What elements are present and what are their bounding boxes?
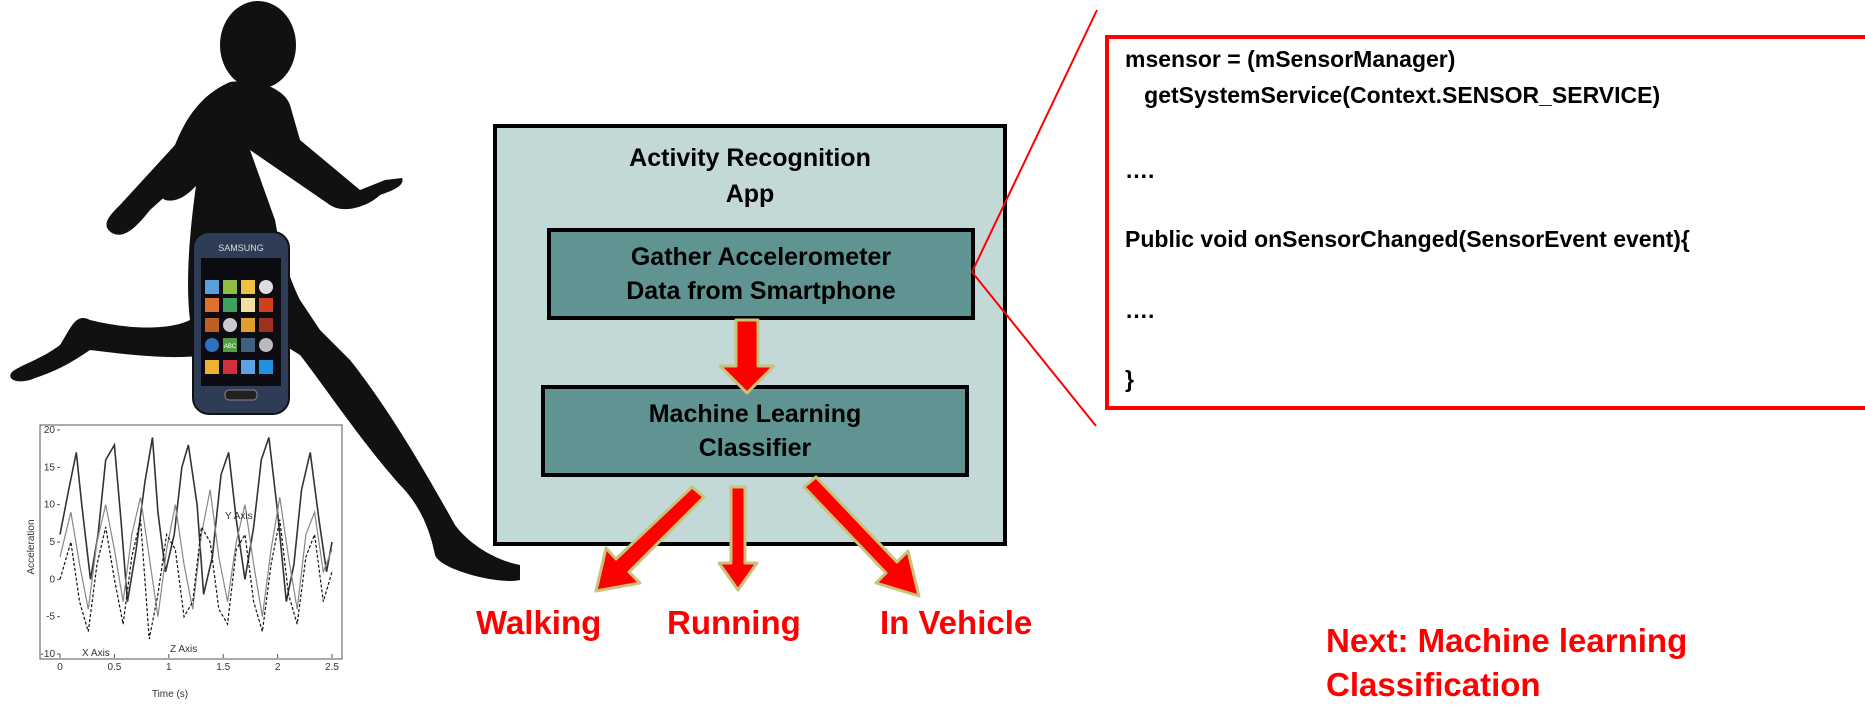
- machine-learning-classifier-box: Machine Learning Classifier: [541, 385, 969, 477]
- phone-brand: SAMSUNG: [218, 243, 264, 253]
- app-title-line2: App: [725, 180, 775, 208]
- output-label-walking: Walking: [476, 604, 602, 641]
- runner-illustration: SAMSUNG ABC 0 0.5 1 1.5 2 2.5 20 15 10 5 0 -5 -10 Ti…: [10, 1, 520, 700]
- y-tick-label: -5: [46, 612, 55, 623]
- code-line-4: Public void onSensorChanged(SensorEvent …: [1125, 226, 1690, 252]
- next-line2: Classification: [1326, 666, 1541, 703]
- code-line-5: ….: [1125, 297, 1155, 323]
- series-line-x-axis: [59, 489, 333, 617]
- code-line-3: ….: [1125, 157, 1155, 183]
- acceleration-plot: 0 0.5 1 1.5 2 2.5 20 15 10 5 0 -5 -10 Time (s) Accel…: [26, 424, 343, 700]
- x-tick-label: 0.5: [107, 662, 121, 673]
- y-tick-label: 20: [44, 425, 56, 436]
- y-tick-label: 10: [44, 500, 56, 511]
- gather-line2: Data from Smartphone: [626, 277, 896, 305]
- output-label-in-vehicle: In Vehicle: [880, 604, 1033, 641]
- y-tick-label: 5: [49, 537, 55, 548]
- gather-accelerometer-box: Gather Accelerometer Data from Smartphon…: [547, 228, 975, 320]
- x-tick-label: 2: [275, 662, 281, 673]
- app-title: Activity Recognition App: [560, 140, 940, 212]
- ml-line2: Classifier: [698, 434, 812, 462]
- output-label-running: Running: [667, 604, 801, 641]
- series-label-z-axis: Z Axis: [170, 644, 197, 655]
- phone-abc-icon-label: ABC: [224, 344, 237, 350]
- x-axis-title: Time (s): [152, 689, 188, 700]
- series-label-x-axis: X Axis: [82, 648, 110, 659]
- ml-line1: Machine Learning: [648, 400, 862, 428]
- phone-app-icons: ABC: [205, 280, 273, 374]
- code-line-6: }: [1125, 366, 1134, 392]
- next-step-label: Next: Machine learning Classification: [1326, 619, 1826, 707]
- x-tick-label: 2.5: [325, 662, 339, 673]
- smartphone-image: SAMSUNG ABC: [192, 231, 290, 415]
- x-tick-label: 1.5: [216, 662, 230, 673]
- code-line-1: msensor = (mSensorManager): [1125, 46, 1456, 72]
- x-tick-label: 1: [166, 662, 172, 673]
- y-tick-label: 0: [49, 574, 55, 585]
- phone-home-button: [224, 389, 258, 401]
- y-axis-title: Acceleration: [26, 519, 37, 574]
- series-line-y-axis: [59, 437, 333, 602]
- next-line1: Next: Machine learning: [1326, 622, 1688, 659]
- code-callout-box: [1105, 35, 1865, 410]
- x-tick-label: 0: [57, 662, 63, 673]
- y-tick-label: 15: [44, 462, 56, 473]
- code-line-2: getSystemService(Context.SENSOR_SERVICE): [1125, 82, 1661, 108]
- runner-silhouette: [10, 1, 520, 581]
- series-label-y-axis: Y Axis: [225, 511, 253, 522]
- app-title-line1: Activity Recognition: [629, 144, 871, 172]
- gather-line1: Gather Accelerometer: [630, 243, 892, 271]
- series-line-z-axis: [59, 519, 333, 640]
- y-tick-label: -10: [41, 649, 56, 660]
